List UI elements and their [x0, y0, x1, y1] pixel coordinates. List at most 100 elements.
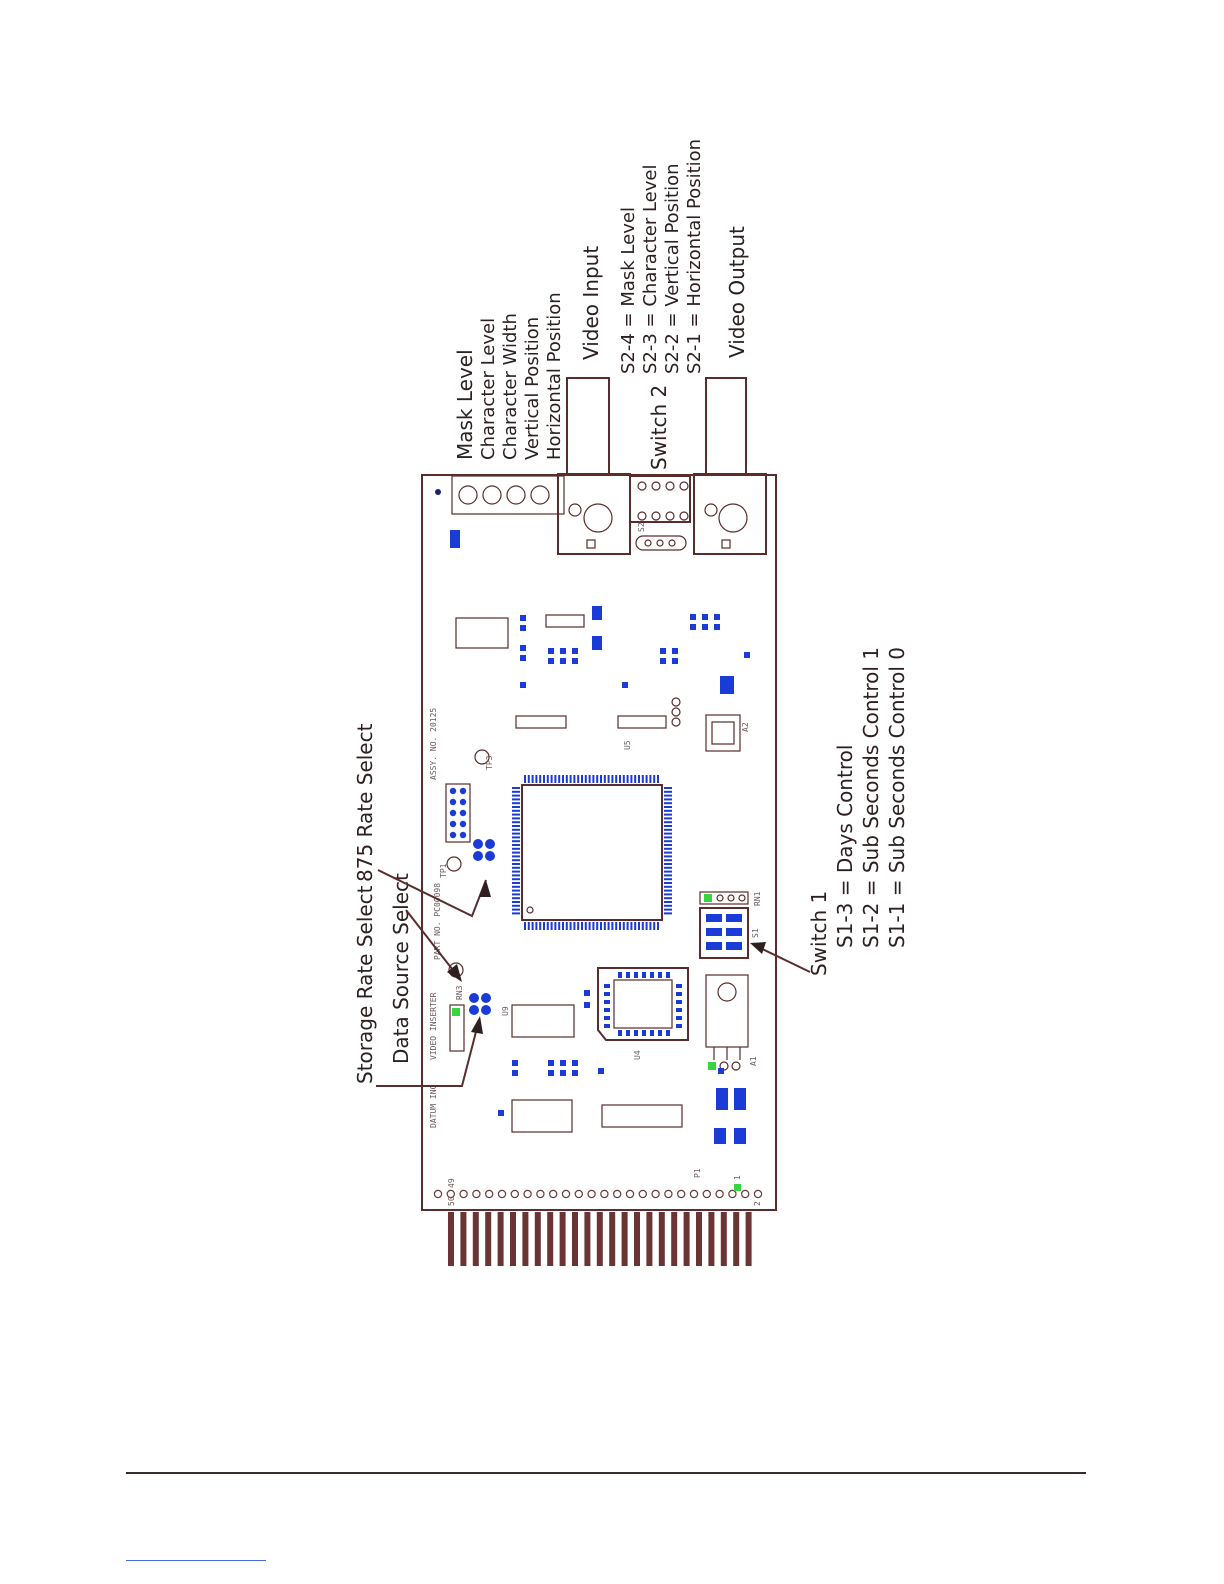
j1-pin — [449, 809, 457, 817]
smd-part — [714, 1128, 726, 1144]
smd-part — [714, 624, 720, 630]
qfp-pin — [664, 855, 672, 858]
qfp-pin — [664, 802, 672, 805]
qfp-pin — [664, 809, 672, 812]
qfp-pin — [584, 775, 587, 783]
qfp-pin — [543, 922, 545, 930]
qfp-pin — [657, 922, 659, 930]
silk-a1: A1 — [749, 1056, 758, 1066]
edge-finger — [696, 1212, 702, 1266]
smd-part — [690, 614, 696, 620]
qfp-pin — [664, 847, 672, 850]
plcc-pin — [650, 1030, 654, 1036]
qfp-pin — [664, 874, 672, 877]
qfp-pin — [619, 922, 621, 930]
qfp-pin — [603, 922, 606, 930]
qfp-pin — [512, 851, 520, 854]
qfp-pin — [512, 855, 520, 858]
smd-part — [592, 636, 602, 650]
silk-u4: U4 — [633, 1050, 642, 1060]
qfp-pin — [512, 904, 520, 907]
smd-part — [660, 648, 666, 654]
smd-part — [548, 1070, 554, 1076]
edge-pin — [561, 1189, 571, 1199]
qfp-pin — [649, 922, 652, 930]
plcc-pin — [676, 1024, 682, 1028]
edge-pin — [549, 1189, 558, 1199]
qfp-pin — [539, 922, 542, 930]
jumper-e1-e3 — [671, 697, 681, 727]
smd-part — [560, 1070, 566, 1076]
qfp-pin — [512, 794, 520, 797]
resistor-network-rn1 — [699, 891, 749, 905]
qfp-pin — [664, 882, 672, 884]
qfp-pin — [527, 922, 530, 930]
qfp-pin — [641, 922, 644, 930]
plcc-pin — [604, 1016, 610, 1020]
jumper-header-j1 — [445, 783, 471, 843]
qfp-pin — [512, 825, 520, 827]
qfp-pin — [664, 897, 672, 900]
smd-part — [560, 1060, 566, 1066]
edge-finger — [596, 1212, 603, 1266]
smd-part — [716, 1088, 728, 1110]
edge-finger — [683, 1212, 690, 1266]
qfp-pin — [573, 922, 576, 930]
label-vertical-position: Vertical Position — [522, 317, 543, 460]
qfp-pin — [512, 798, 520, 801]
edge-finger — [634, 1212, 640, 1266]
plcc-pin — [650, 972, 654, 978]
qfp-pin — [512, 802, 520, 805]
qfp-pin — [512, 787, 520, 789]
silk-pin2: 2 — [753, 1201, 762, 1206]
qfp-pin — [512, 813, 520, 816]
smd-part — [672, 658, 678, 664]
qfp-pin — [562, 775, 564, 783]
qfp-pin — [512, 870, 520, 873]
arrow-data-source — [405, 909, 462, 982]
j1-pin — [459, 809, 467, 817]
plcc-pin — [604, 1008, 610, 1012]
smd-components — [450, 530, 750, 1144]
edge-pin — [689, 1189, 699, 1199]
footer-rule — [126, 1472, 1086, 1474]
edge-finger — [621, 1212, 628, 1266]
edge-finger — [671, 1212, 678, 1266]
qfp-pin — [634, 922, 637, 930]
qfp-pin — [664, 787, 672, 789]
edge-pin — [472, 1189, 481, 1199]
edge-finger — [497, 1212, 504, 1266]
silk-tp1: TP1 — [439, 863, 448, 878]
label-s2-3: S2-3 = Character Level — [640, 165, 661, 374]
label-s1-1: S1-1 = Sub Seconds Control 0 — [885, 647, 909, 948]
smd-part — [622, 682, 628, 688]
smd-part — [520, 615, 526, 621]
qfp-pin — [638, 775, 640, 783]
qfp-pin — [664, 878, 672, 881]
edge-pin — [510, 1189, 519, 1199]
label-s2-4: S2-4 = Mask Level — [618, 207, 639, 374]
qfp-pin — [554, 775, 557, 783]
edge-pin — [536, 1189, 545, 1199]
arrow-storage-rate — [376, 1016, 483, 1087]
edge-finger — [448, 1212, 454, 1266]
edge-pin — [587, 1189, 596, 1199]
smd-part — [520, 655, 526, 661]
smd-part — [572, 1060, 578, 1066]
qfp-pin — [664, 790, 672, 793]
qfp-pin — [512, 806, 520, 808]
smd-part — [744, 652, 750, 658]
qfp-pin — [543, 775, 545, 783]
qfp-pin — [664, 836, 672, 839]
plcc-pin — [604, 1024, 610, 1028]
plcc-pin — [626, 1030, 630, 1036]
edge-connector — [448, 1212, 752, 1266]
label-horizontal-position: Horizontal Position — [544, 292, 565, 460]
smd-part — [572, 658, 578, 664]
edge-finger — [609, 1212, 616, 1266]
edge-pin — [702, 1189, 712, 1199]
qfp-pin — [512, 821, 520, 824]
qfp-pin — [664, 832, 672, 835]
qfp-pin — [531, 775, 534, 783]
qfp-pin — [607, 922, 610, 930]
